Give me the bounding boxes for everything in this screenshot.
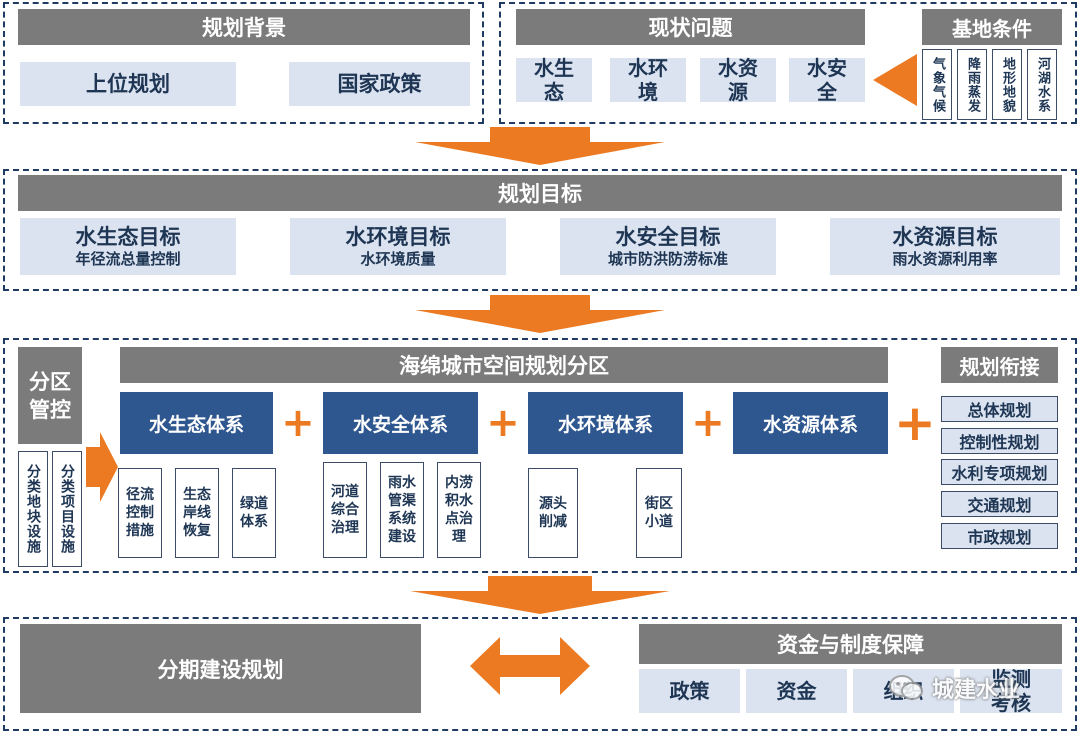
goal-resource-title: 水资源目标 [892, 224, 998, 249]
condition-item-terrain: 地形地貌 [992, 49, 1022, 120]
measure-street-lanes: 街区小道 [636, 468, 682, 558]
issue-item-eco: 水生态 [516, 56, 592, 104]
measure-source-reduction: 源头削减 [528, 468, 578, 558]
goal-eco-subtitle: 年径流总量控制 [75, 249, 181, 268]
zoning-control-title: 分区管控 [18, 347, 82, 444]
measure-river-treatment: 河道综合治理 [323, 462, 367, 558]
plus-icon: + [894, 394, 936, 452]
support-item-policy: 政策 [639, 669, 740, 713]
support-item-funding: 资金 [746, 669, 847, 713]
arrow-down-icon [415, 127, 665, 165]
goal-safety-title: 水安全目标 [615, 224, 721, 249]
system-env: 水环境体系 [528, 392, 683, 454]
goals-panel [3, 169, 1077, 291]
plus-icon: + [281, 400, 315, 446]
measure-eco-shoreline: 生态岸线恢复 [175, 468, 219, 558]
goal-card-safety: 水安全目标 城市防洪防涝标准 [560, 218, 776, 275]
watermark: 城建水业 [888, 671, 1020, 705]
system-safety: 水安全体系 [323, 392, 478, 454]
condition-item-climate: 气象气候 [922, 49, 952, 120]
goals-title: 规划目标 [18, 175, 1062, 211]
goal-resource-subtitle: 雨水资源利用率 [892, 249, 998, 268]
link-item-water-plan: 水利专项规划 [941, 459, 1058, 485]
background-item-national-policy: 国家政策 [289, 62, 470, 106]
arrow-left-icon [873, 54, 917, 106]
zoning-control-item-plot: 分类地块设施 [18, 451, 48, 567]
issue-item-resource: 水资源 [700, 56, 776, 104]
bottom-panel [3, 617, 1077, 731]
watermark-text: 城建水业 [932, 678, 1021, 703]
goal-safety-subtitle: 城市防洪防涝标准 [607, 249, 728, 268]
zoning-control-item-project: 分类项目设施 [52, 451, 82, 567]
condition-item-rivers: 河湖水系 [1027, 49, 1057, 120]
background-title: 规划背景 [18, 9, 470, 45]
goal-card-resource: 水资源目标 雨水资源利用率 [830, 218, 1060, 275]
support-item-monitoring: 监测考核 [960, 667, 1062, 715]
plus-icon: + [486, 400, 520, 446]
background-item-upper-plan: 上位规划 [20, 62, 236, 106]
link-item-master-plan: 总体规划 [941, 396, 1058, 422]
arrow-right-icon [86, 432, 118, 502]
link-title: 规划衔接 [941, 347, 1058, 383]
link-item-traffic-plan: 交通规划 [941, 491, 1058, 517]
wechat-icon [889, 675, 923, 700]
link-item-municipal-plan: 市政规划 [941, 523, 1058, 549]
measure-waterlogging: 内涝积水点治理 [437, 462, 481, 558]
zoning-panel [3, 338, 1077, 573]
goal-card-eco: 水生态目标 年径流总量控制 [20, 218, 236, 275]
issue-item-env: 水环境 [610, 56, 686, 104]
support-title: 资金与制度保障 [639, 624, 1062, 664]
link-item-regulatory-plan: 控制性规划 [941, 428, 1058, 454]
goal-eco-title: 水生态目标 [75, 224, 181, 249]
goal-env-title: 水环境目标 [345, 224, 451, 249]
phase-plan-box: 分期建设规划 [20, 624, 421, 713]
issues-conditions-panel [499, 2, 1077, 124]
measure-greenway: 绿道体系 [232, 468, 276, 558]
plus-icon: + [691, 400, 725, 446]
issues-title: 现状问题 [516, 9, 865, 45]
zoning-title: 海绵城市空间规划分区 [120, 347, 888, 383]
goal-env-subtitle: 水环境质量 [360, 249, 436, 268]
condition-item-rainfall: 降雨蒸发 [957, 49, 987, 120]
measure-stormwater-pipes: 雨水管渠系统建设 [380, 462, 424, 558]
issue-item-safety: 水安全 [789, 56, 865, 104]
background-panel [3, 2, 484, 124]
measure-runoff-control: 径流控制措施 [118, 468, 162, 558]
goal-card-env: 水环境目标 水环境质量 [290, 218, 506, 275]
system-eco: 水生态体系 [120, 392, 273, 454]
arrow-down-icon [415, 295, 665, 333]
system-resource: 水资源体系 [733, 392, 888, 454]
conditions-title: 基地条件 [922, 9, 1062, 45]
arrow-down-icon [410, 576, 670, 614]
double-arrow-icon [470, 637, 590, 695]
